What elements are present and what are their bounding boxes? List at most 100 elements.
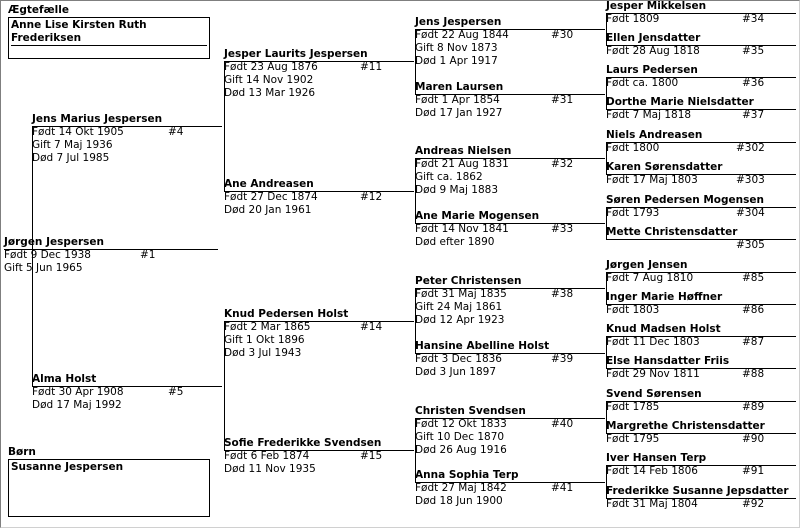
- person-name[interactable]: Jørgen Jensen: [606, 259, 688, 271]
- children-box[interactable]: Susanne Jespersen: [8, 459, 210, 517]
- person-name[interactable]: Sofie Frederikke Svendsen: [224, 437, 382, 449]
- person-number: #32: [551, 158, 574, 170]
- person-number: #5: [168, 386, 184, 398]
- person-name[interactable]: Jesper Laurits Jespersen: [224, 48, 368, 60]
- person-number: #305: [736, 239, 765, 251]
- person-number: #11: [360, 61, 383, 73]
- person-number: #85: [742, 272, 765, 284]
- person-name[interactable]: Andreas Nielsen: [415, 145, 512, 157]
- spouse-name[interactable]: Anne Lise Kirsten Ruth Frederiksen: [11, 19, 207, 46]
- person-detail-line: Død 11 Nov 1935: [224, 463, 414, 476]
- person-detail-text: Død 12 Apr 1923: [415, 314, 505, 326]
- person-name[interactable]: Christen Svendsen: [415, 405, 526, 417]
- person-name[interactable]: Søren Pedersen Mogensen: [606, 194, 764, 206]
- person-number: #30: [551, 29, 574, 41]
- person-name[interactable]: Anna Sophia Terp: [415, 469, 519, 481]
- person-name[interactable]: Frederikke Susanne Jepsdatter: [606, 485, 789, 497]
- person-name[interactable]: Jørgen Jespersen: [4, 236, 105, 248]
- person-number: #4: [168, 126, 184, 138]
- person-name[interactable]: Jens Jespersen: [415, 16, 502, 28]
- person-name[interactable]: Margrethe Christensdatter: [606, 420, 765, 432]
- person-name[interactable]: Knud Pedersen Holst: [224, 308, 349, 320]
- person-detail-line: Født 29 Nov 1811 #88: [606, 368, 796, 381]
- person-number: #87: [742, 336, 765, 348]
- person-detail-line: Født 14 Nov 1841#33: [415, 223, 605, 236]
- person-detail-text: Født 12 Okt 1833: [415, 418, 507, 430]
- person-number: #90: [742, 433, 765, 445]
- person-detail-text: Født 1785: [606, 401, 660, 413]
- person-detail-text: Født 21 Aug 1831: [415, 158, 509, 170]
- person-detail-text: Født 27 Maj 1842: [415, 482, 507, 494]
- person-name[interactable]: Ane Andreasen: [224, 178, 314, 190]
- person-detail-text: Født 17 Maj 1803: [606, 174, 698, 186]
- person-name[interactable]: Niels Andreasen: [606, 129, 703, 141]
- person-name[interactable]: Dorthe Marie Nielsdatter: [606, 96, 754, 108]
- person-number: #86: [742, 304, 765, 316]
- person-name[interactable]: Svend Sørensen: [606, 388, 702, 400]
- person-name[interactable]: Jesper Mikkelsen: [606, 0, 707, 12]
- person-name[interactable]: Ane Marie Mogensen: [415, 210, 540, 222]
- spouse-label: Ægtefælle: [8, 4, 69, 16]
- person-number: #89: [742, 401, 765, 413]
- person-name[interactable]: Else Hansdatter Friis: [606, 355, 730, 367]
- person-detail-text: Gift 7 Maj 1936: [32, 139, 113, 151]
- spouse-box[interactable]: Anne Lise Kirsten Ruth Frederiksen: [8, 17, 210, 59]
- person-name[interactable]: Peter Christensen: [415, 275, 522, 287]
- person-detail-text: Gift 24 Maj 1861: [415, 301, 503, 313]
- person-name[interactable]: Inger Marie Høffner: [606, 291, 723, 303]
- person-number: #92: [742, 498, 765, 510]
- person-number: #39: [551, 353, 574, 365]
- person-name[interactable]: Jens Marius Jespersen: [32, 113, 163, 125]
- person-number: #304: [736, 207, 765, 219]
- person-name[interactable]: Laurs Pedersen: [606, 64, 698, 76]
- person-name[interactable]: Iver Hansen Terp: [606, 452, 707, 464]
- person-detail-line: Født 12 Okt 1833#40: [415, 418, 605, 431]
- child-name[interactable]: Susanne Jespersen: [11, 461, 124, 473]
- person-number: #88: [742, 368, 765, 380]
- person-number: #303: [736, 174, 765, 186]
- person-detail-text: Født 30 Apr 1908: [32, 386, 124, 398]
- person-name[interactable]: Mette Christensdatter: [606, 226, 738, 238]
- person-detail-text: Gift ca. 1862: [415, 171, 483, 183]
- person-g8[interactable]: Mette Christensdatter#305: [606, 226, 796, 252]
- person-detail-text: Født 29 Nov 1811: [606, 368, 700, 380]
- person-name[interactable]: Karen Sørensdatter: [606, 161, 723, 173]
- person-name[interactable]: Ellen Jensdatter: [606, 32, 701, 44]
- person-name[interactable]: Maren Laursen: [415, 81, 504, 93]
- person-detail-line: Født 1793#304: [606, 207, 796, 220]
- person-detail-line: Død 3 Jul 1943: [224, 347, 414, 360]
- person-name[interactable]: Hansine Abelline Holst: [415, 340, 550, 352]
- person-name[interactable]: Alma Holst: [32, 373, 97, 385]
- person-name[interactable]: Knud Madsen Holst: [606, 323, 721, 335]
